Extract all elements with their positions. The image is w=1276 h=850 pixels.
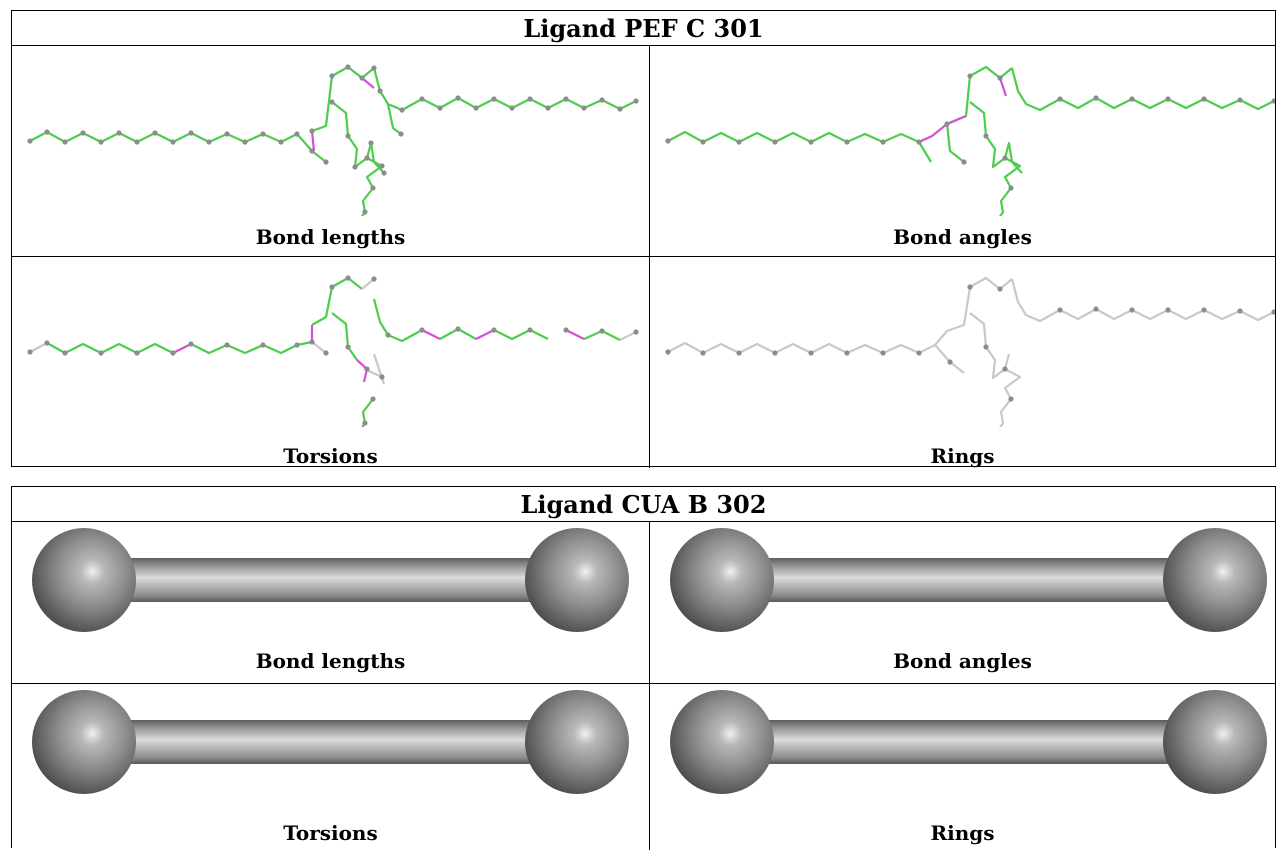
panel-bond-lengths: Bond lengths xyxy=(12,522,650,684)
molecule-image xyxy=(665,276,1275,427)
ligand-table-cua: Ligand CUA B 302 Bond lengths Bond angle… xyxy=(11,486,1276,850)
molecule-image xyxy=(27,275,639,427)
panel-bond-angles: Bond angles xyxy=(650,522,1275,684)
dumbbell-image xyxy=(670,528,1267,632)
molecule-image xyxy=(27,64,639,216)
molecule-image xyxy=(665,65,1275,216)
panel-caption: Torsions xyxy=(283,821,378,845)
dumbbell-image xyxy=(32,528,629,632)
panel-torsions: Torsions xyxy=(12,684,650,850)
ligand-table-pef: Ligand PEF C 301 xyxy=(11,10,1276,468)
panel-caption: Bond angles xyxy=(893,649,1032,673)
panel-caption: Bond lengths xyxy=(255,225,406,249)
panel-bond-lengths: Bond lengths xyxy=(12,46,650,257)
dumbbell-image xyxy=(32,690,629,794)
dumbbell-image xyxy=(670,690,1267,794)
panel-caption: Bond lengths xyxy=(255,649,406,673)
panel-caption: Rings xyxy=(930,821,995,845)
table-title: Ligand PEF C 301 xyxy=(12,11,1275,46)
table-title: Ligand CUA B 302 xyxy=(12,487,1275,522)
panel-rings: Rings xyxy=(650,257,1275,468)
panel-caption: Rings xyxy=(930,444,995,468)
panel-torsions: Torsions xyxy=(12,257,650,468)
panel-bond-angles: Bond angles xyxy=(650,46,1275,257)
panel-rings: Rings xyxy=(650,684,1275,850)
panel-caption: Bond angles xyxy=(893,225,1032,249)
panel-caption: Torsions xyxy=(283,444,378,468)
